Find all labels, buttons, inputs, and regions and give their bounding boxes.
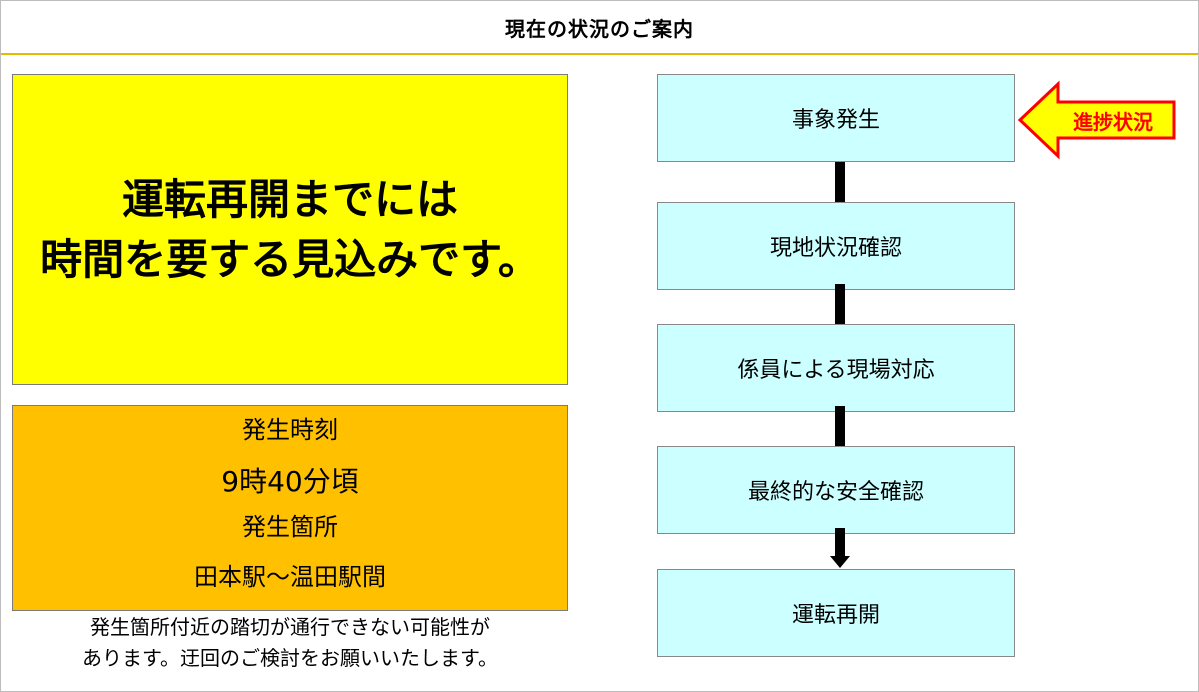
- flow-step-label: 現地状況確認: [769, 236, 902, 261]
- main-status-message: 運転再開までには 時間を要する見込みです。: [12, 74, 568, 385]
- flow-step-site-check: 現地状況確認: [657, 202, 1015, 290]
- detour-note: 発生箇所付近の踏切が通行できない可能性が あります。迂回のご検討をお願いいたしま…: [20, 612, 560, 674]
- main-message-line-2: 時間を要する見込みです。: [40, 234, 540, 284]
- flow-step-label: 最終的な安全確認: [747, 480, 924, 505]
- incident-info-box: 発生時刻 9時40分頃 発生箇所 田本駅～温田駅間: [12, 405, 568, 611]
- occurrence-time-value: 9時40分頃: [221, 465, 359, 498]
- progress-status-label: 進捗状況: [1073, 109, 1153, 134]
- flow-step-staff-response: 係員による現場対応: [657, 324, 1015, 412]
- detour-note-line-1: 発生箇所付近の踏切が通行できない可能性が: [90, 615, 490, 639]
- flow-step-final-safety-check: 最終的な安全確認: [657, 446, 1015, 534]
- progress-arrow-shape: [1017, 80, 1176, 160]
- flow-step-label: 係員による現場対応: [737, 358, 935, 383]
- flow-step-occurrence: 事象発生: [657, 74, 1015, 162]
- page-title-text: 現在の状況のご案内: [505, 16, 694, 41]
- flow-connector: [835, 406, 845, 446]
- page-title: 現在の状況のご案内: [1, 1, 1198, 55]
- flow-connector: [835, 162, 845, 202]
- main-message-line-1: 運転再開までには: [121, 174, 458, 224]
- detour-note-line-2: あります。迂回のご検討をお願いいたします。: [82, 646, 498, 670]
- flow-step-label: 事象発生: [791, 108, 880, 133]
- occurrence-time-label: 発生時刻: [242, 416, 338, 444]
- occurrence-location-value: 田本駅～温田駅間: [194, 563, 386, 591]
- progress-indicator-arrow-icon: [1017, 80, 1176, 160]
- occurrence-location-label: 発生箇所: [242, 513, 338, 541]
- flow-step-service-resumed: 運転再開: [657, 569, 1015, 657]
- flow-arrowhead-down-icon: [830, 556, 850, 568]
- flow-connector: [835, 528, 845, 558]
- flow-step-label: 運転再開: [791, 603, 880, 628]
- flow-connector: [835, 284, 845, 324]
